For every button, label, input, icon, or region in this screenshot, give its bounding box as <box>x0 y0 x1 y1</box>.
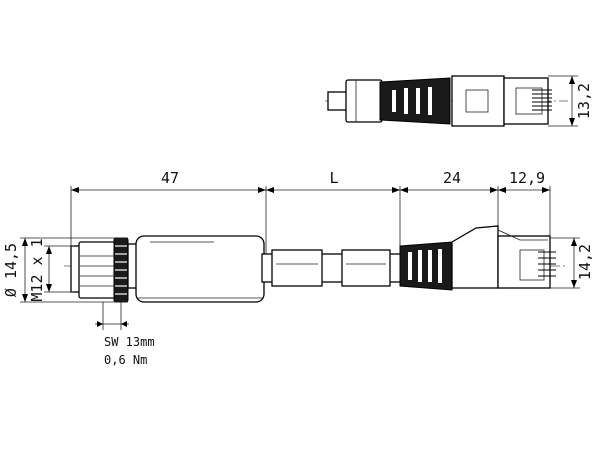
top-view-plug-body <box>451 75 505 127</box>
top-view-plug: 25 13,2 <box>325 75 593 127</box>
m12-coupling-nut <box>70 237 129 303</box>
dim-length-connector: 47 <box>161 169 179 187</box>
dim-diameter: Ø 14,5 <box>2 243 20 297</box>
dim-thread: M12 x 1 <box>28 238 46 301</box>
dim-length-plug: 12,9 <box>509 169 545 187</box>
rj45-boot <box>399 241 453 291</box>
top-view-cable <box>327 91 349 111</box>
connector-body <box>127 235 265 303</box>
top-view-ferrule <box>345 79 383 123</box>
rj45-plug <box>451 225 556 289</box>
top-view-plug-head <box>503 77 549 125</box>
left-dimensions: Ø 14,5 M12 x 1 <box>2 237 128 303</box>
top-view-boot <box>379 77 451 125</box>
wrench-size: SW 13mm <box>104 335 155 349</box>
dim-length-boot: 24 <box>443 169 461 187</box>
cable <box>261 249 403 287</box>
dim-height-top: 13,2 <box>575 83 593 119</box>
dim-height-side: 14,2 <box>576 244 594 280</box>
torque-value: 0,6 Nm <box>104 353 147 367</box>
dim-length-cable: L <box>329 169 338 187</box>
wrench-note: SW 13mm 0,6 Nm <box>95 302 155 367</box>
side-height-dimension: 14,2 <box>550 237 594 289</box>
horizontal-dimensions: 47 L 24 12,9 <box>70 169 551 262</box>
